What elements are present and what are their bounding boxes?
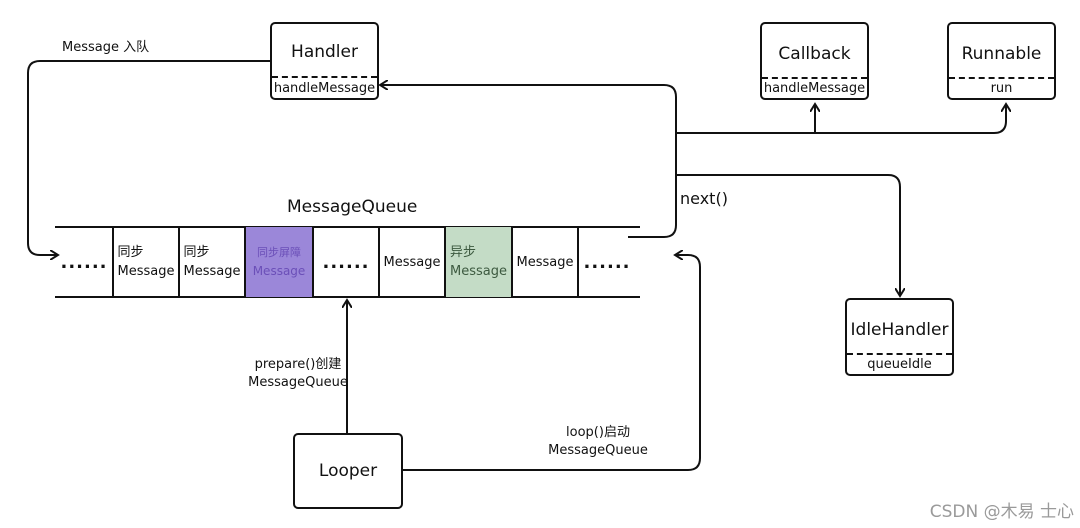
cell-line2: Message: [183, 264, 241, 279]
handler-title: Handler: [291, 42, 358, 62]
loop-arrow: [403, 255, 701, 471]
runnable-title: Runnable: [961, 44, 1042, 64]
handler-separator: [272, 76, 377, 78]
ellipsis: ......: [60, 251, 108, 273]
next-label: next(): [680, 189, 728, 208]
enqueue-label: Message 入队: [62, 40, 150, 55]
loop-label: loop()启动 MessageQueue: [546, 424, 650, 460]
cell-text: Message: [516, 254, 574, 270]
prepare-label-line1: prepare()创建: [254, 357, 342, 372]
cell-line2: Message: [450, 264, 507, 279]
loop-label-line1: loop()启动: [566, 425, 630, 440]
queue-cell-sync-barrier: 同步屏障 Message: [244, 227, 314, 297]
queue-cell-message: Message: [378, 227, 446, 297]
idle-handler-box: IdleHandler queueIdle: [845, 298, 954, 376]
cell-line1: 同步屏障: [257, 246, 301, 259]
queue-cell-async-message: 异步 Message: [444, 227, 513, 297]
loop-label-line2: MessageQueue: [548, 443, 648, 458]
handler-box: Handler handleMessage: [270, 22, 379, 100]
ellipsis: ......: [583, 251, 631, 273]
runnable-box: Runnable run: [947, 22, 1056, 100]
callback-title: Callback: [778, 44, 851, 64]
runnable-separator: [949, 77, 1054, 79]
idle-handler-separator: [847, 353, 952, 355]
ellipsis: ......: [322, 251, 370, 273]
callback-branch: [676, 104, 1006, 134]
message-queue-title: MessageQueue: [287, 197, 418, 217]
queue-cell-dots: ......: [579, 227, 635, 297]
idle-arrow: [676, 174, 900, 296]
handler-method: handleMessage: [273, 81, 376, 96]
idle-handler-method: queueIdle: [867, 357, 932, 372]
cell-line2: Message: [252, 264, 306, 278]
watermark: CSDN @木易 士心: [929, 502, 1074, 522]
enqueue-arrow: [27, 60, 270, 255]
callback-box: Callback handleMessage: [760, 22, 869, 100]
cell-text: Message: [383, 254, 441, 270]
prepare-label: prepare()创建 MessageQueue: [246, 356, 350, 392]
looper-title: Looper: [318, 461, 378, 481]
queue-cell-sync-message: 同步 Message: [112, 227, 180, 297]
idle-handler-title: IdleHandler: [850, 320, 949, 340]
runnable-method: run: [990, 81, 1013, 96]
cell-line1: 异步: [450, 245, 477, 260]
queue-cell-sync-message: 同步 Message: [178, 227, 246, 297]
queue-cell-dots: ......: [314, 227, 378, 297]
callback-separator: [762, 77, 867, 79]
queue-cell-dots: ......: [55, 227, 113, 297]
cell-line1: 同步: [117, 245, 144, 260]
prepare-label-line2: MessageQueue: [248, 375, 348, 390]
next-arrow: [380, 85, 677, 238]
looper-box: Looper: [293, 433, 403, 509]
cell-line2: Message: [117, 264, 175, 279]
cell-line1: 同步: [183, 245, 210, 260]
queue-cell-message: Message: [511, 227, 579, 297]
callback-method: handleMessage: [763, 81, 866, 96]
